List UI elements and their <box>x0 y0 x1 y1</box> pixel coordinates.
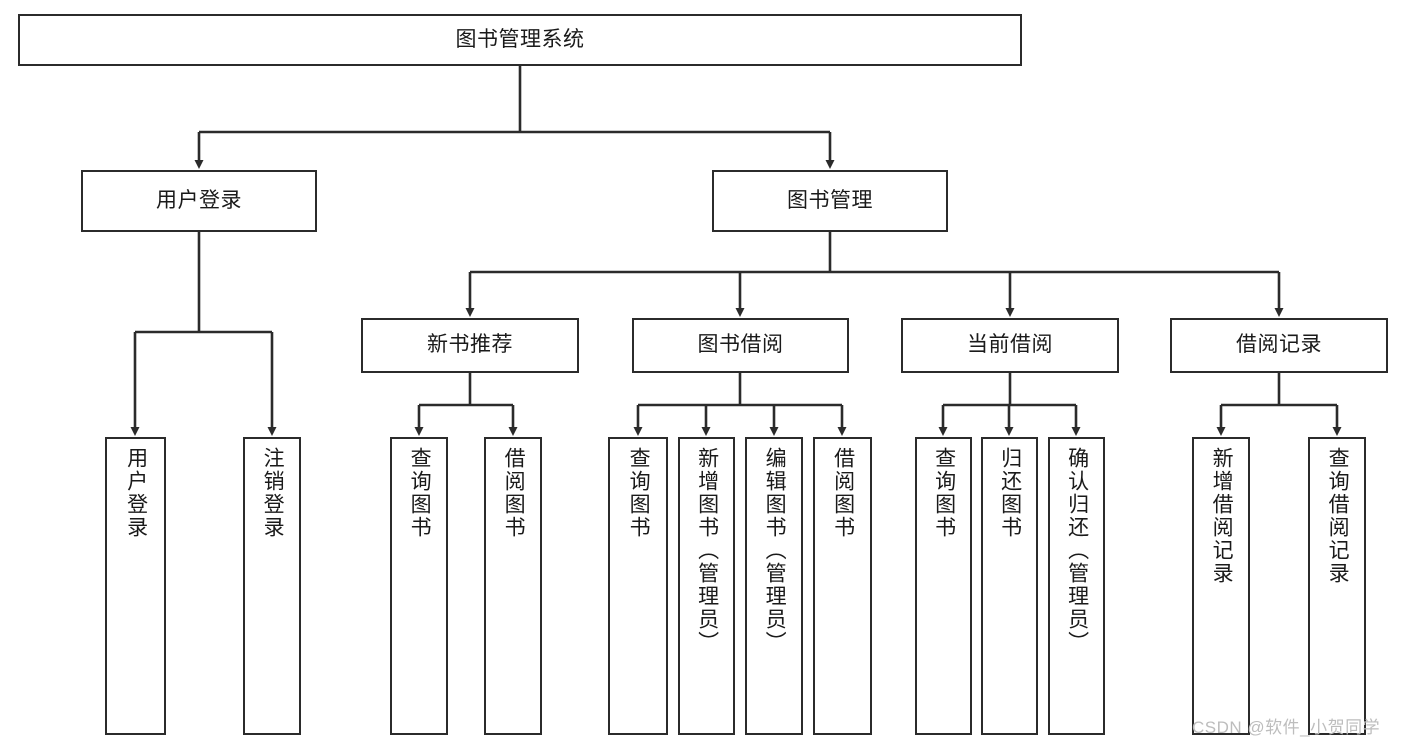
csdn-watermark: CSDN @软件_小贺同学 <box>1192 718 1381 737</box>
node-label: 归还图书 <box>998 447 1022 539</box>
node-label: 新增图书（管理员） <box>695 447 719 654</box>
leaf-node-0[interactable]: 用户登录 <box>105 437 166 735</box>
node-label: 借阅记录 <box>1236 333 1322 357</box>
node-label: 新增借阅记录 <box>1210 447 1234 585</box>
node-label: 图书管理 <box>787 188 873 212</box>
node-label: 借阅图书 <box>502 447 526 539</box>
leaf-node-1[interactable]: 注销登录 <box>243 437 301 735</box>
level2-node-0[interactable]: 用户登录 <box>81 170 317 232</box>
leaf-node-10[interactable]: 确认归还（管理员） <box>1048 437 1105 735</box>
node-label: 用户登录 <box>124 447 148 539</box>
leaf-node-11[interactable]: 新增借阅记录 <box>1192 437 1250 735</box>
leaf-node-12[interactable]: 查询借阅记录 <box>1308 437 1366 735</box>
leaf-node-4[interactable]: 查询图书 <box>608 437 668 735</box>
node-label: 图书借阅 <box>697 333 784 357</box>
leaf-node-7[interactable]: 借阅图书 <box>813 437 872 735</box>
leaf-node-2[interactable]: 查询图书 <box>390 437 448 735</box>
leaf-node-9[interactable]: 归还图书 <box>981 437 1038 735</box>
node-label: 注销登录 <box>261 447 285 539</box>
node-label: 借阅图书 <box>831 447 855 539</box>
leaf-node-8[interactable]: 查询图书 <box>915 437 972 735</box>
leaf-node-6[interactable]: 编辑图书（管理员） <box>745 437 803 735</box>
leaf-node-5[interactable]: 新增图书（管理员） <box>678 437 735 735</box>
node-label: 当前借阅 <box>967 333 1053 357</box>
level3-node-2[interactable]: 当前借阅 <box>901 318 1119 373</box>
level3-node-3[interactable]: 借阅记录 <box>1170 318 1388 373</box>
node-label: 编辑图书（管理员） <box>763 447 787 654</box>
root-node-0[interactable]: 图书管理系统 <box>18 14 1022 66</box>
node-label: 新书推荐 <box>427 333 513 357</box>
node-label: 确认归还（管理员） <box>1065 447 1089 654</box>
node-label: 查询图书 <box>408 447 432 539</box>
level3-node-0[interactable]: 新书推荐 <box>361 318 579 373</box>
node-label: 用户登录 <box>156 188 242 212</box>
node-label: 图书管理系统 <box>455 27 585 51</box>
node-label: 查询借阅记录 <box>1326 447 1350 585</box>
node-label: 查询图书 <box>627 447 651 539</box>
level3-node-1[interactable]: 图书借阅 <box>632 318 849 373</box>
level2-node-1[interactable]: 图书管理 <box>712 170 948 232</box>
node-label: 查询图书 <box>932 447 956 539</box>
leaf-node-3[interactable]: 借阅图书 <box>484 437 542 735</box>
